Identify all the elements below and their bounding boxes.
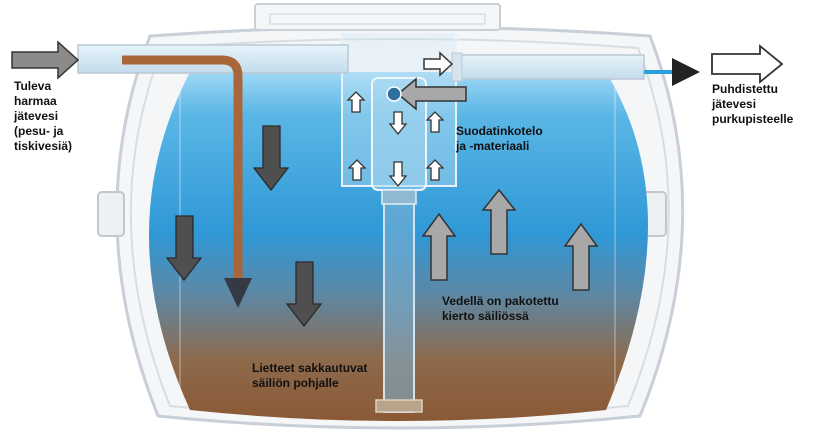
outlet-pipe [451,52,700,86]
outlet-label: Puhdistettu jätevesi purkupisteelle [712,82,794,126]
filter-down-arrow-icon [388,111,408,136]
down-arrow-icon [285,261,323,328]
down-arrow-icon [252,125,290,192]
up-arrow-icon [481,188,517,255]
filter-up-arrow-icon [425,159,445,181]
down-arrow-icon [165,215,203,282]
filter-up-arrow-icon [346,91,366,113]
filter-flow-arrows [346,91,445,188]
circulation-arrows [421,188,599,291]
inlet-drop-arrowhead-icon [224,278,252,308]
filter-up-arrow-icon [425,111,445,133]
inlet-drop-line [122,55,243,278]
inflow-arrow-icon [11,40,80,80]
outlet-arrowhead-icon [672,58,700,86]
circulation-label: Vedellä on pakotettu kierto säiliössä [442,294,559,323]
outflow-arrow-icon [711,44,784,84]
inlet-label: Tuleva harmaa jätevesi (pesu- ja tiskive… [14,79,73,153]
sludge-label: Lietteet sakkautuvat säiliön pohjalle [252,361,368,390]
up-arrow-icon [563,222,599,291]
filter-down-arrow-icon [388,161,408,188]
filter-label: Suodatinkotelo ja -materiaali [456,124,543,153]
up-arrow-icon [421,212,457,281]
filter-up-arrow-icon [347,159,367,181]
filter-intake-arrow-icon [386,77,467,111]
sedimentation-arrows [165,125,323,328]
filter-exit-arrow-icon [423,51,454,77]
